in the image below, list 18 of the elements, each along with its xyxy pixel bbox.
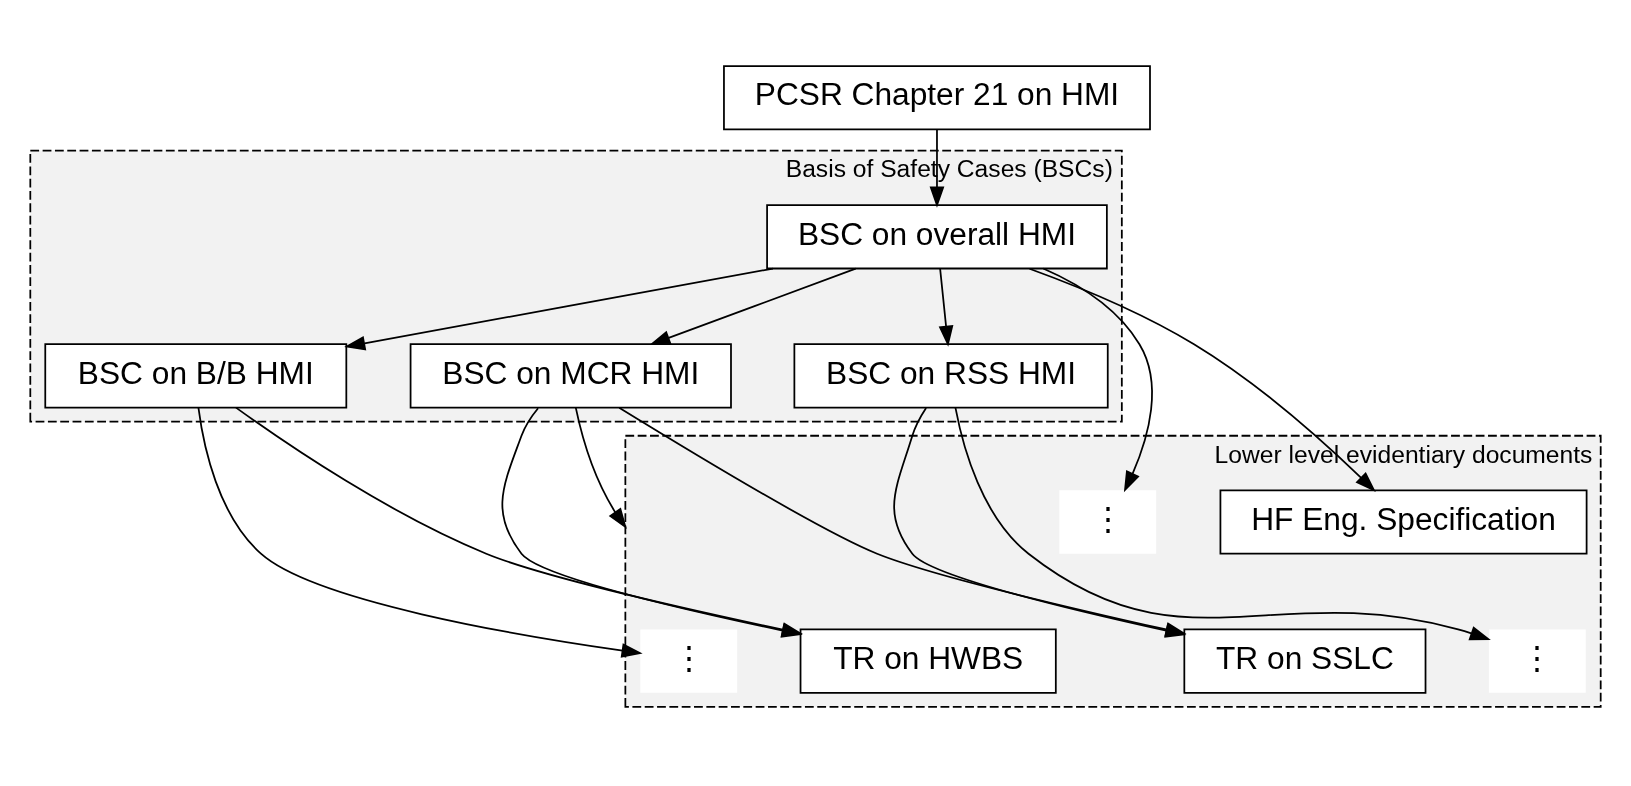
arrow	[1042, 267, 1153, 492]
node-box: ⋮	[1488, 628, 1586, 693]
arrow	[197, 406, 643, 658]
node-box: TR on HWBS	[799, 628, 1057, 694]
arrow	[574, 406, 627, 529]
node-box: BSC on B/B HMI	[44, 342, 348, 408]
arrow	[1028, 267, 1376, 492]
arrow	[344, 267, 774, 350]
node-box: ⋮	[640, 628, 738, 693]
arrow	[649, 267, 857, 345]
node-box: ⋮	[1059, 489, 1157, 554]
node-box: PCSR Chapter 21 on HMI	[723, 64, 1151, 130]
arrow	[938, 267, 954, 347]
node-box: BSC on MCR HMI	[409, 342, 732, 408]
node-box: HF Eng. Specification	[1219, 488, 1588, 555]
node-box: TR on SSLC	[1183, 628, 1427, 694]
node-box: BSC on overall HMI	[766, 203, 1108, 269]
node-box: BSC on RSS HMI	[793, 342, 1109, 408]
